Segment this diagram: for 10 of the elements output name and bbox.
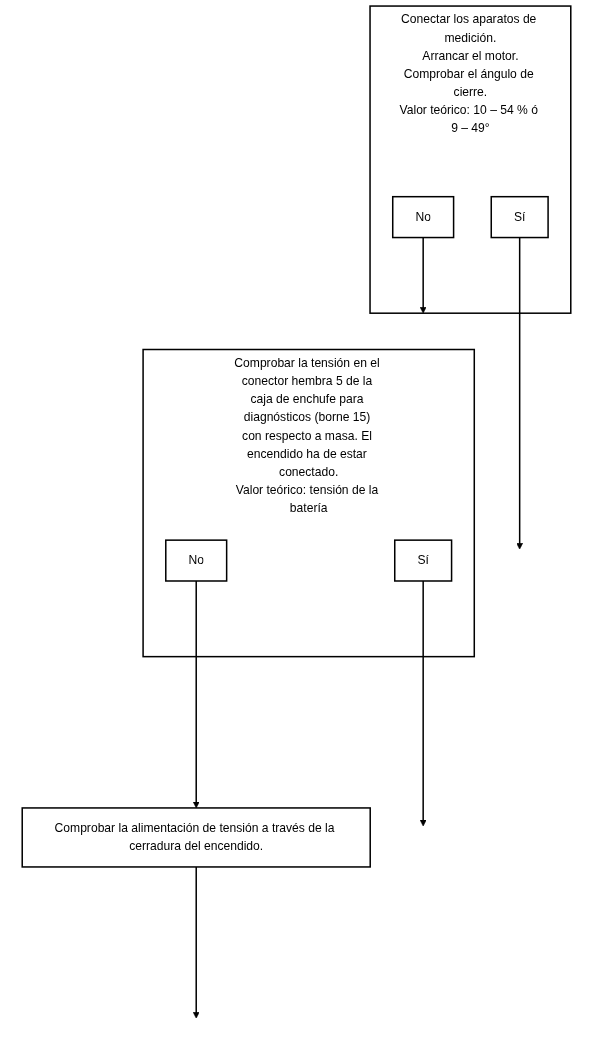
arrow <box>192 580 200 809</box>
node-box: Sí <box>490 195 549 239</box>
arrow <box>192 866 200 1019</box>
node-box: No <box>165 539 228 582</box>
node-box: No <box>392 195 455 239</box>
node-box: Comprobar la alimentación de tensión a través de la cerradura del encendido. <box>21 807 371 868</box>
arrow <box>516 236 523 550</box>
arrow <box>419 580 427 827</box>
node-box: Sí <box>394 539 453 582</box>
arrow <box>419 236 427 314</box>
